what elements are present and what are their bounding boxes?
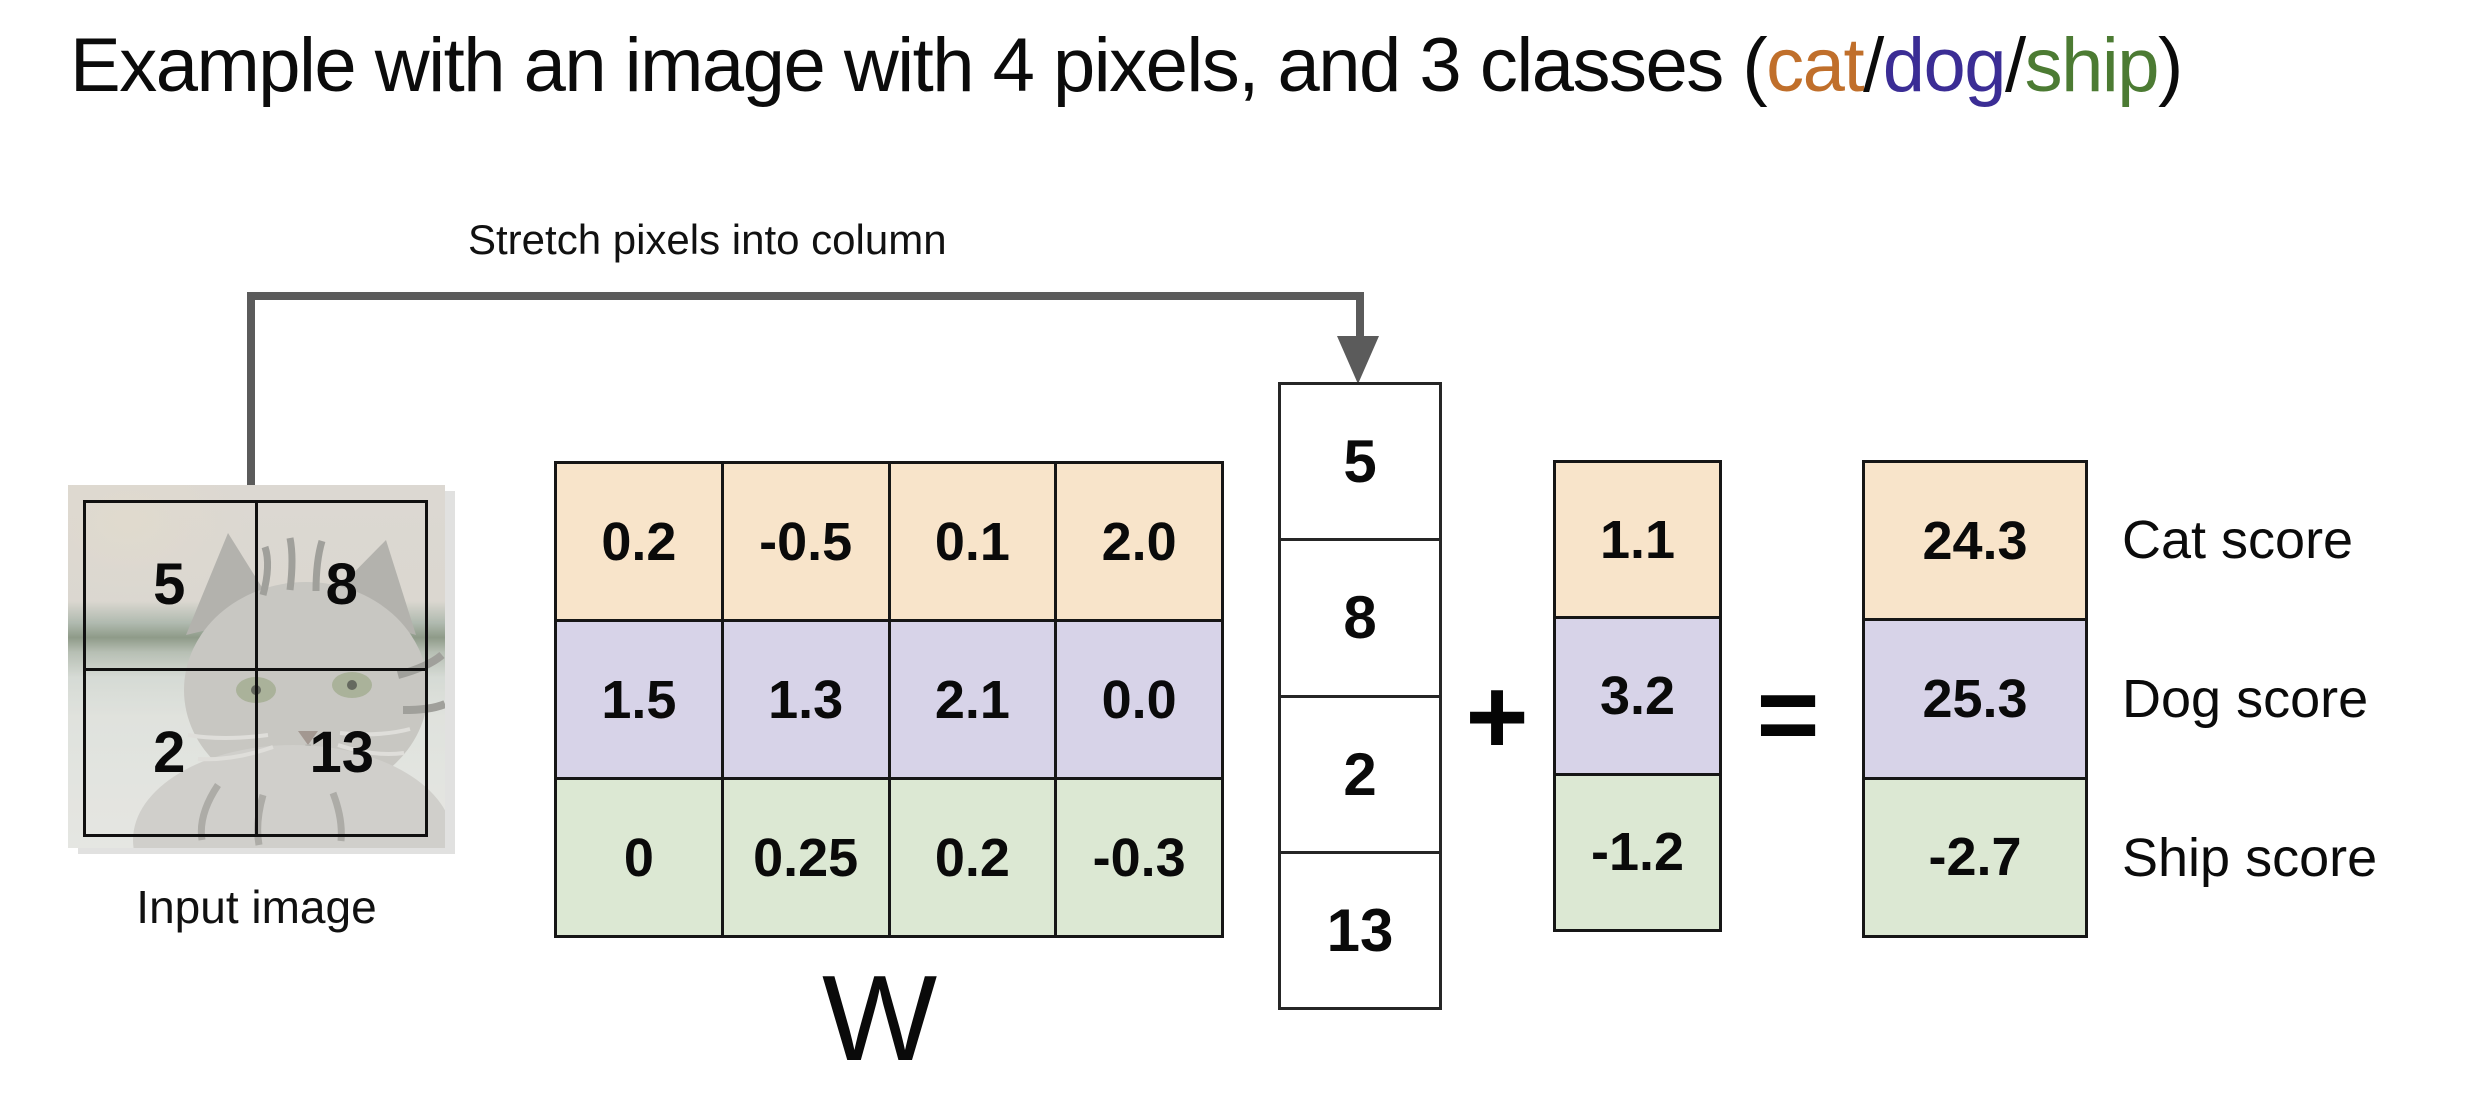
pixel-grid-overlay xyxy=(83,500,428,837)
score-label-dog: Dog score xyxy=(2122,669,2369,729)
title-dog-class: dog xyxy=(1882,23,2007,108)
bias-cell: -1.2 xyxy=(1556,775,1719,929)
bias-vector: 1.1 3.2 -1.2 xyxy=(1553,460,1722,932)
matrix-cell: 0.2 xyxy=(890,780,1055,935)
score-label-cat: Cat score xyxy=(2122,510,2354,570)
input-image-caption: Input image xyxy=(136,881,377,933)
score-label-ship: Ship score xyxy=(2122,828,2378,888)
pixel-value: 13 xyxy=(309,720,374,786)
page-title: Example with an image with 4 pixels, and… xyxy=(70,22,2183,109)
stretch-arrow-left-vertical-line xyxy=(247,292,255,487)
score-cell: 25.3 xyxy=(1865,621,2085,777)
equals-operator: = xyxy=(1756,653,1820,775)
matrix-cell: 0.2 xyxy=(557,464,721,619)
bias-cell: 1.1 xyxy=(1556,463,1719,617)
stretch-arrow-right-vertical-line xyxy=(1356,292,1364,340)
title-cat-class: cat xyxy=(1766,23,1864,108)
vector-cell: 5 xyxy=(1281,385,1439,539)
input-pixel-vector: 5 8 2 13 xyxy=(1278,382,1442,1010)
vector-cell: 2 xyxy=(1281,697,1439,851)
pixel-grid-horizontal-line xyxy=(86,667,425,671)
stretch-arrow-horizontal-line xyxy=(247,292,1364,300)
score-vector: 24.3 25.3 -2.7 xyxy=(1862,460,2088,938)
matrix-cell: 0.1 xyxy=(890,464,1055,619)
matrix-cell: 2.0 xyxy=(1057,464,1221,619)
arrow-down-icon xyxy=(1337,336,1379,384)
title-slash-1: / xyxy=(1863,23,1884,108)
vector-cell: 8 xyxy=(1281,541,1439,695)
title-slash-2: / xyxy=(2005,23,2026,108)
bias-cell: 3.2 xyxy=(1556,619,1719,773)
stretch-arrow-label: Stretch pixels into column xyxy=(468,216,947,263)
matrix-cell: 2.1 xyxy=(890,622,1055,777)
matrix-cell: -0.3 xyxy=(1057,780,1221,935)
pixel-values: 5 8 2 13 xyxy=(83,500,428,837)
pixel-value: 8 xyxy=(325,551,358,617)
pixel-value: 2 xyxy=(153,720,186,786)
matrix-cell: 0.0 xyxy=(1057,622,1221,777)
title-ship-class: ship xyxy=(2024,23,2160,108)
matrix-cell: -0.5 xyxy=(723,464,888,619)
score-cell: 24.3 xyxy=(1865,463,2085,619)
vector-cell: 13 xyxy=(1281,853,1439,1007)
matrix-cell: 1.3 xyxy=(723,622,888,777)
weight-matrix-label: W xyxy=(822,950,938,1086)
title-prefix: Example with an image with 4 pixels, and… xyxy=(70,23,1768,108)
matrix-cell: 0 xyxy=(557,780,721,935)
plus-operator: + xyxy=(1465,655,1529,777)
weight-matrix: 0.2 -0.5 0.1 2.0 1.5 1.3 2.1 0.0 0 0.25 … xyxy=(554,461,1224,938)
matrix-cell: 0.25 xyxy=(723,780,888,935)
title-suffix: ) xyxy=(2158,23,2183,108)
score-cell: -2.7 xyxy=(1865,779,2085,935)
matrix-cell: 1.5 xyxy=(557,622,721,777)
pixel-value: 5 xyxy=(153,551,186,617)
